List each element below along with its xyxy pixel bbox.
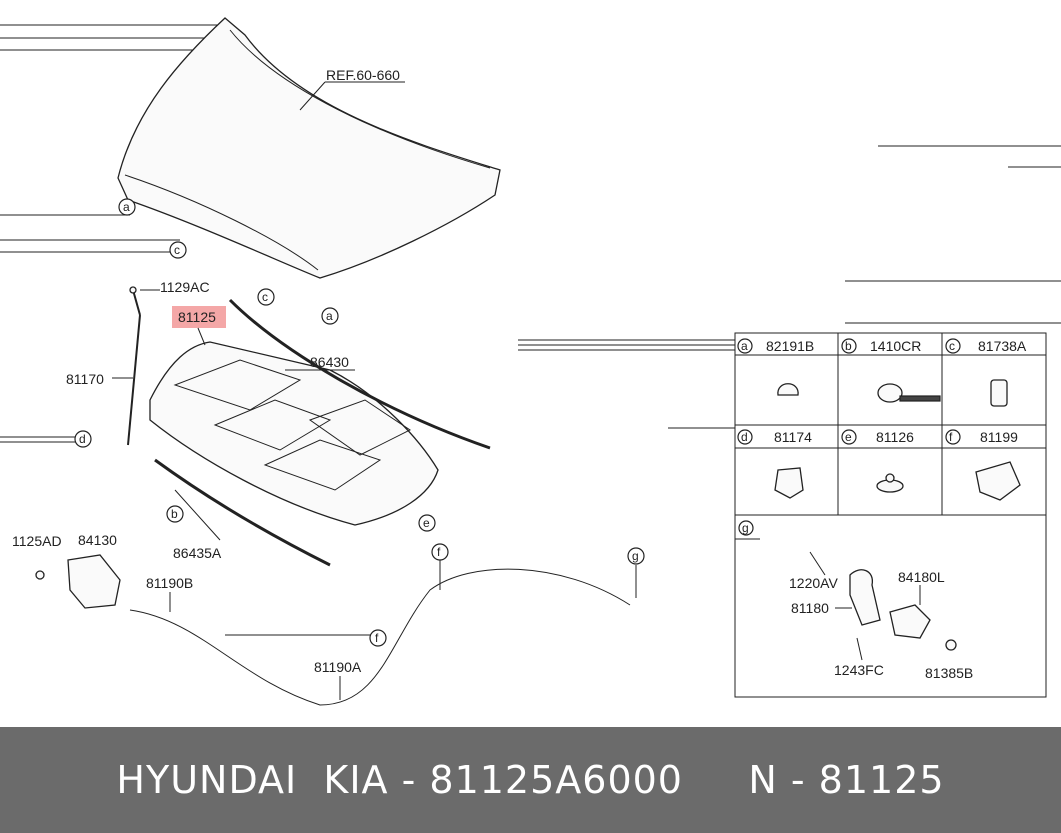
svg-text:e: e (845, 430, 852, 444)
svg-text:82191B: 82191B (766, 338, 814, 354)
callout-f-2: f (369, 629, 387, 647)
svg-text:1243FC: 1243FC (834, 662, 884, 678)
callout-f-1: f (431, 543, 449, 561)
svg-text:b: b (171, 507, 178, 521)
table-cell-e: e 81126 (841, 429, 914, 493)
label-86435a: 86435A (173, 545, 222, 561)
callout-a-2: a (321, 307, 339, 325)
svg-text:e: e (423, 516, 430, 530)
label-1129ac: 1129AC (160, 279, 210, 295)
svg-text:81174: 81174 (774, 429, 812, 445)
label-86430: 86430 (310, 354, 349, 370)
table-section-g: g 1220AV 84180L 81180 1243FC 81385B (738, 520, 973, 681)
table-cell-c: c 81738A (945, 338, 1027, 407)
release-cable (129, 568, 631, 706)
svg-text:a: a (741, 339, 748, 353)
svg-text:f: f (437, 545, 441, 559)
highlight-81125 (172, 306, 226, 328)
label-81125: 81125 (178, 309, 216, 325)
svg-text:c: c (174, 243, 180, 257)
svg-text:b: b (845, 339, 852, 353)
label-1125ad: 1125AD (12, 533, 62, 549)
footer-bar: HYUNDAI KIA - 81125A6000 N - 81125 (0, 727, 1061, 833)
table-cell-f: f 81199 (945, 429, 1021, 501)
footer-part-number: HYUNDAI KIA - 81125A6000 N - 81125 (116, 758, 945, 802)
svg-text:81180: 81180 (791, 600, 829, 616)
svg-text:81385B: 81385B (925, 665, 973, 681)
svg-text:a: a (326, 309, 333, 323)
svg-text:c: c (262, 290, 268, 304)
hood-latch (35, 554, 121, 609)
svg-text:1220AV: 1220AV (789, 575, 838, 591)
label-81190a: 81190A (314, 659, 362, 675)
seal-86435a (154, 458, 331, 567)
label-81170: 81170 (66, 371, 104, 387)
svg-text:d: d (79, 432, 86, 446)
svg-text:g: g (742, 521, 749, 535)
right-leader-lines (518, 145, 1061, 429)
label-ref: REF.60-660 (326, 67, 400, 83)
svg-text:81199: 81199 (980, 429, 1018, 445)
svg-text:84180L: 84180L (898, 569, 945, 585)
svg-text:d: d (741, 430, 748, 444)
callout-c-1: c (169, 241, 187, 259)
callout-e-1: e (418, 514, 436, 532)
svg-text:f: f (375, 631, 379, 645)
left-leader-lines (0, 24, 230, 443)
label-81190b: 81190B (146, 575, 193, 591)
callout-g-1: g (627, 547, 645, 565)
callout-d-1: d (74, 430, 92, 448)
callout-b-1: b (166, 505, 184, 523)
hood-inner-panel (149, 341, 439, 526)
svg-text:1410CR: 1410CR (870, 338, 921, 354)
parts-diagram: REF.60-660 86430 86435A 1129AC 81170 811… (0, 17, 1061, 706)
svg-text:g: g (632, 549, 639, 563)
svg-text:81126: 81126 (876, 429, 914, 445)
callout-a-1: a (118, 198, 136, 216)
svg-text:c: c (949, 339, 955, 353)
svg-text:a: a (123, 200, 130, 214)
callout-c-2: c (257, 288, 275, 306)
parts-table (734, 332, 1047, 698)
hood-panel (117, 17, 501, 279)
table-cell-b: b 1410CR (841, 338, 941, 403)
table-cell-d: d 81174 (737, 429, 812, 499)
stay-rod (127, 286, 141, 446)
label-84130: 84130 (78, 532, 117, 548)
table-cell-a: a 82191B (737, 338, 814, 396)
weatherstrip-86430 (228, 298, 491, 450)
svg-text:81738A: 81738A (978, 338, 1027, 354)
svg-text:f: f (949, 430, 953, 444)
